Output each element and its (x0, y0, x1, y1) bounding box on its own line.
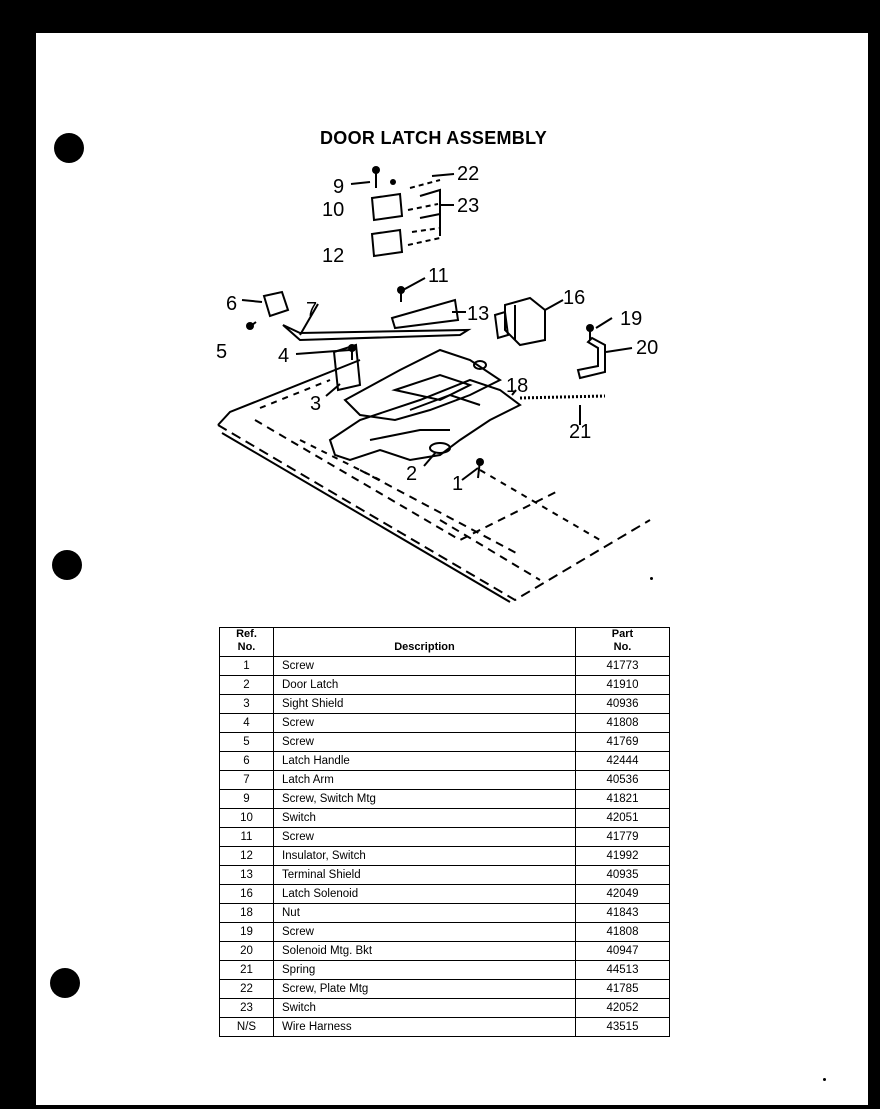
binder-hole-top (54, 133, 84, 163)
callout-23: 23 (457, 195, 479, 217)
header-ref-no: Ref.No. (219, 627, 274, 657)
callout-4: 4 (278, 345, 289, 367)
binder-hole-middle (52, 550, 82, 580)
callout-3: 3 (310, 393, 321, 415)
callout-21: 21 (569, 421, 591, 443)
callout-5: 5 (216, 341, 227, 363)
callout-10: 10 (322, 199, 344, 221)
callout-13: 13 (467, 303, 489, 325)
page-title: DOOR LATCH ASSEMBLY (320, 128, 548, 148)
binder-hole-bottom (50, 968, 80, 998)
switch-part (370, 192, 404, 222)
callout-12: 12 (322, 245, 344, 267)
solenoid-bracket-part (576, 336, 606, 380)
spring-part (519, 394, 606, 400)
header-description: Description (273, 627, 576, 657)
callout-19: 19 (620, 308, 642, 330)
callout-20: 20 (636, 337, 658, 359)
callout-11: 11 (428, 265, 449, 287)
callout-16: 16 (563, 287, 585, 309)
callout-18: 18 (506, 375, 528, 397)
latch-arm-part (282, 324, 472, 342)
scan-speck (650, 577, 653, 580)
callout-1: 1 (452, 473, 463, 495)
callout-2: 2 (406, 463, 417, 485)
callout-9: 9 (333, 176, 344, 198)
base-plate (217, 424, 651, 602)
latch-solenoid-part (504, 296, 546, 347)
scan-speck (823, 1078, 826, 1081)
terminal-shield-part (390, 298, 460, 330)
callout-22: 22 (457, 163, 479, 185)
latch-handle-part (262, 290, 290, 318)
callout-6: 6 (226, 293, 237, 315)
callout-7: 7 (306, 299, 317, 321)
